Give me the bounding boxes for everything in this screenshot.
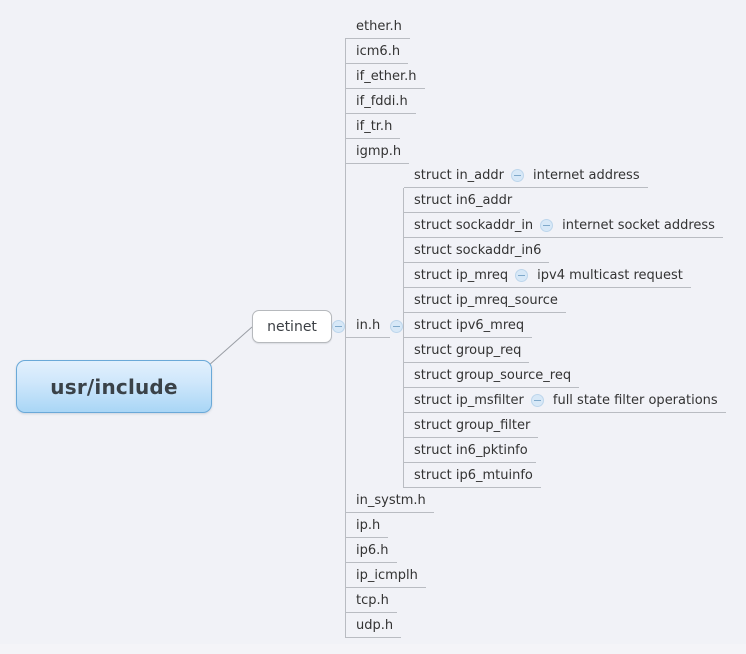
table-row[interactable]: struct ip_mreq ipv4 multicast request — [404, 264, 691, 288]
list-item-label: udp.h — [356, 618, 394, 633]
struct-note: full state filter operations — [552, 393, 718, 408]
list-item[interactable]: ip6.h — [346, 539, 397, 563]
minus-circle-icon[interactable] — [511, 169, 524, 182]
list-item[interactable]: ether.h — [346, 15, 410, 39]
sibling-spine-structs — [403, 188, 404, 488]
list-item[interactable]: if_ether.h — [346, 65, 425, 89]
list-item[interactable]: tcp.h — [346, 589, 397, 613]
list-item-label: if_fddi.h — [356, 94, 408, 109]
minus-circle-icon[interactable] — [530, 394, 544, 407]
struct-label: struct ip_mreq — [414, 268, 509, 283]
list-item-label: ether.h — [356, 19, 402, 34]
struct-label: struct group_source_req — [414, 368, 572, 383]
table-row[interactable]: struct ip6_mtuinfo — [404, 464, 541, 488]
minus-circle-icon[interactable] — [515, 269, 529, 282]
table-row[interactable]: struct ip_mreq_source — [404, 289, 566, 313]
table-row[interactable]: struct group_filter — [404, 414, 538, 438]
bottom-strip — [0, 644, 746, 654]
branch-node-label: netinet — [267, 318, 317, 335]
list-item[interactable]: udp.h — [346, 614, 401, 638]
minus-circle-icon-in-h[interactable] — [390, 320, 403, 333]
list-item-label: ip.h — [356, 518, 381, 533]
struct-label: struct ip6_mtuinfo — [414, 468, 533, 483]
list-item[interactable]: in_systm.h — [346, 489, 434, 513]
branch-node-netinet[interactable]: netinet — [252, 310, 332, 343]
list-item[interactable]: icm6.h — [346, 40, 408, 64]
struct-note: internet socket address — [562, 218, 715, 233]
list-item-label: if_tr.h — [356, 119, 393, 134]
root-node-label: usr/include — [50, 374, 178, 399]
list-item-label: icm6.h — [356, 44, 401, 59]
list-item-label: ip6.h — [356, 543, 389, 558]
table-row[interactable]: struct ipv6_mreq — [404, 314, 532, 338]
struct-label: struct group_filter — [414, 418, 531, 433]
struct-label: struct in_addr — [414, 168, 504, 183]
list-item[interactable]: igmp.h — [346, 140, 409, 164]
struct-note: ipv4 multicast request — [537, 268, 683, 283]
struct-label: struct sockaddr_in — [414, 218, 534, 233]
list-item[interactable]: ip_icmplh — [346, 564, 426, 588]
struct-label: struct ipv6_mreq — [414, 318, 525, 333]
root-node[interactable]: usr/include — [16, 360, 212, 413]
struct-label: struct group_req — [414, 343, 522, 358]
struct-label: struct in6_pktinfo — [414, 443, 528, 458]
list-item-label: if_ether.h — [356, 69, 417, 84]
minus-circle-icon[interactable] — [540, 219, 554, 232]
list-item-label: ip_icmplh — [356, 568, 418, 583]
struct-note: internet address — [533, 168, 640, 183]
table-row[interactable]: struct in6_pktinfo — [404, 439, 536, 463]
list-item-label: in.h — [356, 318, 381, 333]
list-item[interactable]: ip.h — [346, 514, 388, 538]
struct-label: struct sockaddr_in6 — [414, 243, 542, 258]
list-item-label: in_systm.h — [356, 493, 426, 508]
minus-circle-icon-netinet[interactable] — [332, 320, 345, 333]
table-row[interactable]: struct group_req — [404, 339, 529, 363]
table-row[interactable]: struct sockaddr_in6 — [404, 239, 549, 263]
struct-label: struct in6_addr — [414, 193, 513, 208]
table-row[interactable]: struct sockaddr_in internet socket addre… — [404, 214, 723, 238]
list-item-label: igmp.h — [356, 144, 402, 159]
list-item-label: tcp.h — [356, 593, 389, 608]
table-row[interactable]: struct in6_addr — [404, 189, 520, 213]
table-row[interactable]: struct in_addr internet address — [404, 164, 648, 188]
sibling-spine-children — [345, 38, 346, 638]
list-item-in-h[interactable]: in.h — [346, 314, 390, 338]
table-row[interactable]: struct ip_msfilter full state filter ope… — [404, 389, 726, 413]
struct-label: struct ip_msfilter — [414, 393, 524, 408]
struct-label: struct ip_mreq_source — [414, 293, 558, 308]
table-row[interactable]: struct group_source_req — [404, 364, 579, 388]
list-item[interactable]: if_fddi.h — [346, 90, 416, 114]
list-item[interactable]: if_tr.h — [346, 115, 400, 139]
